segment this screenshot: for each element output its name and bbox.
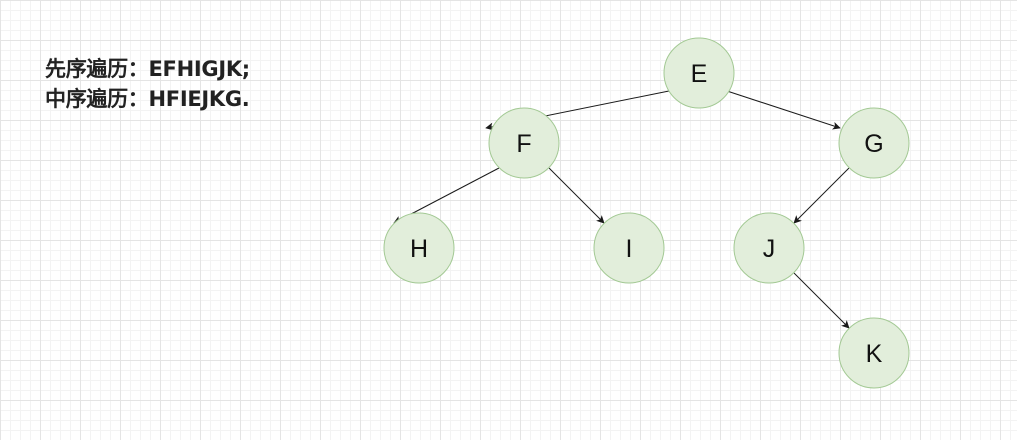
node-label-e: E [691,60,708,88]
tree-node-f: F [488,107,560,179]
node-circle-h [383,212,455,284]
edges-layer [393,90,850,329]
tree-node-h: H [383,212,455,284]
node-label-h: H [410,235,428,263]
node-label-g: G [864,130,883,158]
node-circle-k [838,317,910,389]
edge-f-i [548,167,605,224]
node-label-i: I [626,235,633,263]
node-circle-f [488,107,560,179]
node-circle-e [663,37,735,109]
node-circle-j [733,212,805,284]
node-label-k: K [866,340,883,368]
tree-node-i: I [593,212,665,284]
preorder-text: 先序遍历：EFHIGJK; [45,57,250,81]
tree-node-j: J [733,212,805,284]
edge-e-g [726,90,841,130]
traversal-caption: 先序遍历：EFHIGJK; 中序遍历：HFIEJKG. [45,54,250,114]
tree-node-k: K [838,317,910,389]
tree-node-e: E [663,37,735,109]
edge-g-j [793,167,850,224]
edge-j-k [793,272,850,329]
inorder-text: 中序遍历：HFIEJKG. [45,87,250,111]
node-label-f: F [516,130,531,158]
node-circle-i [593,212,665,284]
tree-node-g: G [838,107,910,179]
nodes-layer: E F G H I J K [383,37,910,389]
node-label-j: J [763,235,776,263]
node-circle-g [838,107,910,179]
